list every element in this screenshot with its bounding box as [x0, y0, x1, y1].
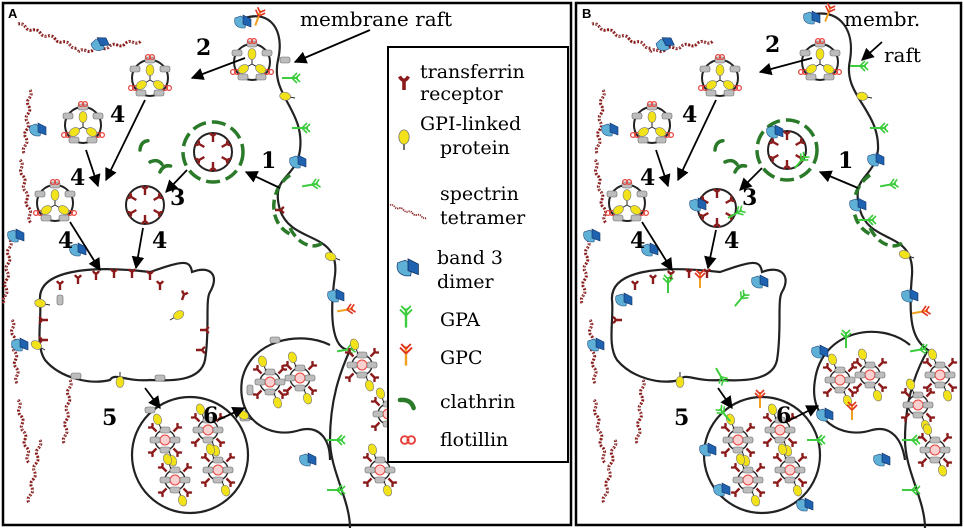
raft-pointer-arrow-a [293, 29, 371, 64]
legend-label-1a: transferrin [420, 61, 525, 83]
step-4b-a: 4 [70, 165, 85, 191]
step-2-a: 2 [196, 35, 211, 61]
membrane-raft-label-b-2: raft [884, 43, 921, 67]
legend-label-7: clathrin [440, 391, 515, 413]
legend-box [387, 46, 569, 463]
legend-label-4a: band 3 [437, 247, 503, 269]
plasma-membrane-b [814, 12, 930, 529]
panel-b: B [574, 1, 963, 529]
endosome-b [610, 261, 787, 388]
step-5-b: 5 [674, 405, 689, 431]
legend-label-1b: receptor [420, 83, 503, 105]
step-6-b: 6 [776, 403, 791, 429]
pathway-arrows-b [641, 57, 859, 421]
step-1-b: 1 [838, 148, 853, 174]
coated-vesicle-a [181, 120, 245, 184]
step-4c-a: 4 [58, 228, 73, 254]
pathway-arrows-a [69, 57, 281, 421]
step-4a-a: 4 [110, 102, 125, 128]
step-4a-b: 4 [682, 102, 697, 128]
exosome-release-a [236, 336, 405, 497]
panel-a: A [1, 1, 573, 529]
legend-label-3b: tetramer [440, 207, 526, 229]
step-4b-b: 4 [640, 165, 655, 191]
endosome-a [29, 261, 216, 388]
legend-label-2a: GPI-linked [420, 113, 521, 135]
legend-label-3a: spectrin [440, 183, 519, 205]
step-4c-b: 4 [630, 228, 645, 254]
membrane-raft-label-a: membrane raft [300, 7, 452, 31]
clathrin-pit-a [272, 173, 327, 248]
step-4d-a: 4 [152, 228, 167, 254]
step-3-b: 3 [742, 185, 757, 211]
step-2-b: 2 [765, 32, 780, 58]
membrane-raft-label-b: membr. [844, 7, 920, 31]
legend-label-6: GPC [440, 347, 483, 369]
step-4d-b: 4 [724, 228, 739, 254]
step-5-a: 5 [102, 405, 117, 431]
panel-b-letter: B [582, 6, 591, 21]
multivesicular-body-b [699, 389, 826, 515]
legend-label-4b: dimer [437, 271, 495, 293]
legend-label-8: flotillin [440, 429, 508, 451]
step-1-a: 1 [261, 148, 276, 174]
panel-a-letter: A [8, 6, 18, 21]
legend-label-2b: protein [440, 137, 510, 159]
multivesicular-body-a [130, 395, 251, 515]
clathrin-pit-b [849, 173, 907, 248]
step-6-a: 6 [203, 403, 218, 429]
legend-label-5: GPA [440, 309, 480, 331]
step-3-a: 3 [170, 185, 185, 211]
coated-vesicle-b [755, 118, 819, 182]
legend: transferrin receptor GPI-linked protein … [387, 46, 569, 463]
